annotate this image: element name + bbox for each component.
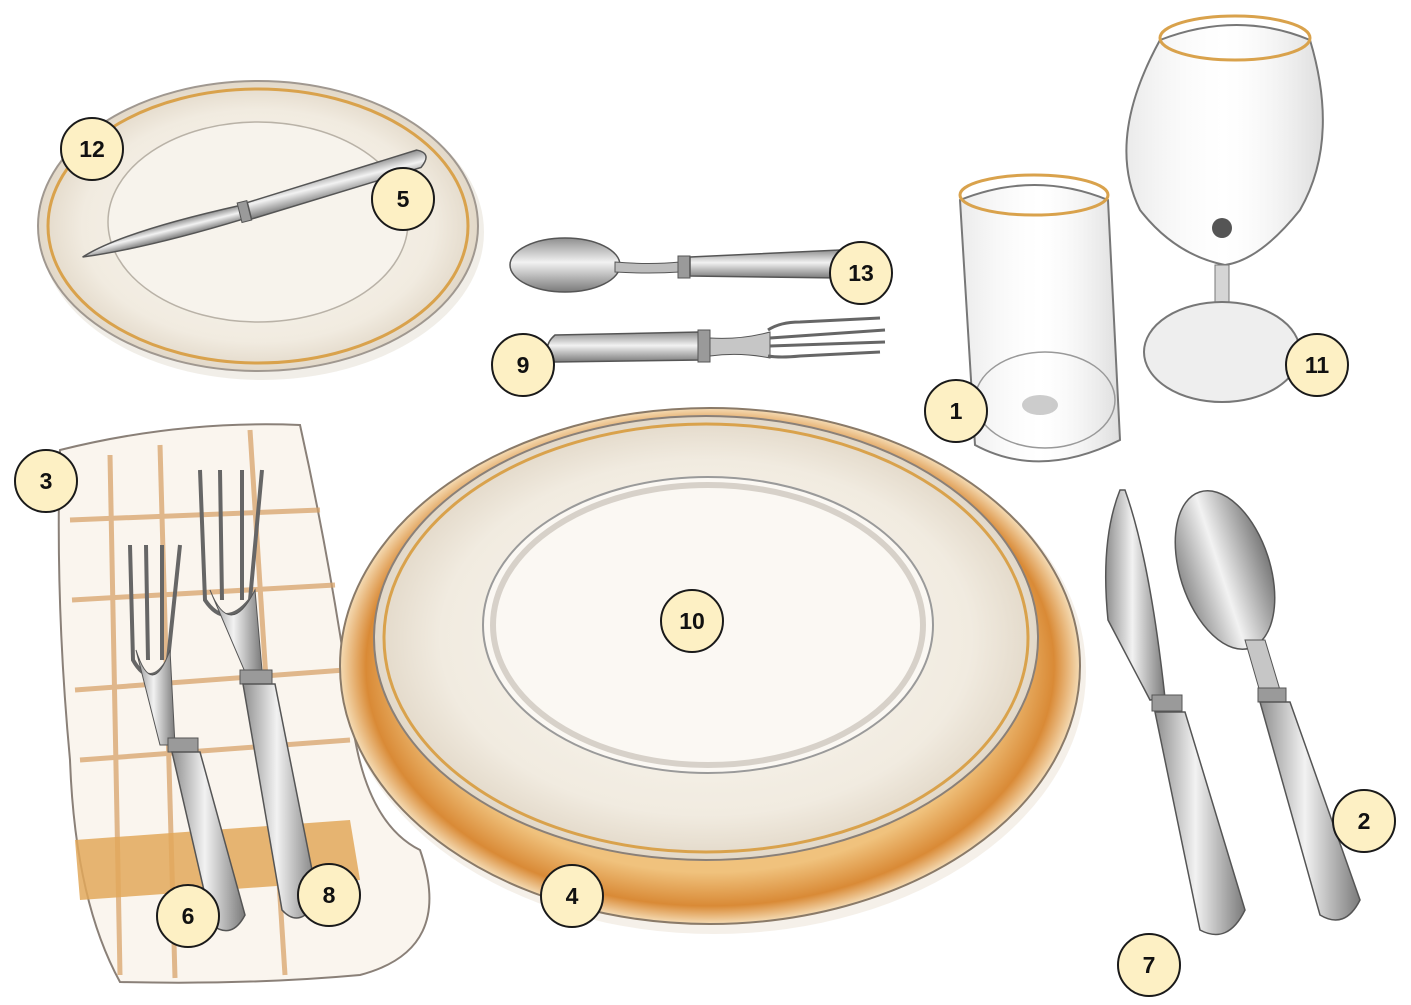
marker-13: 13 [829,241,893,305]
marker-5: 5 [371,167,435,231]
marker-10: 10 [660,589,724,653]
marker-8: 8 [297,863,361,927]
marker-3: 3 [14,449,78,513]
marker-12: 12 [60,117,124,181]
marker-9: 9 [491,333,555,397]
marker-4: 4 [540,864,604,928]
marker-2: 2 [1332,789,1396,853]
marker-11: 11 [1285,333,1349,397]
marker-1: 1 [924,379,988,443]
marker-6: 6 [156,884,220,948]
dessert-spoon [510,238,845,292]
marker-7: 7 [1117,933,1181,997]
dessert-fork [548,318,886,362]
